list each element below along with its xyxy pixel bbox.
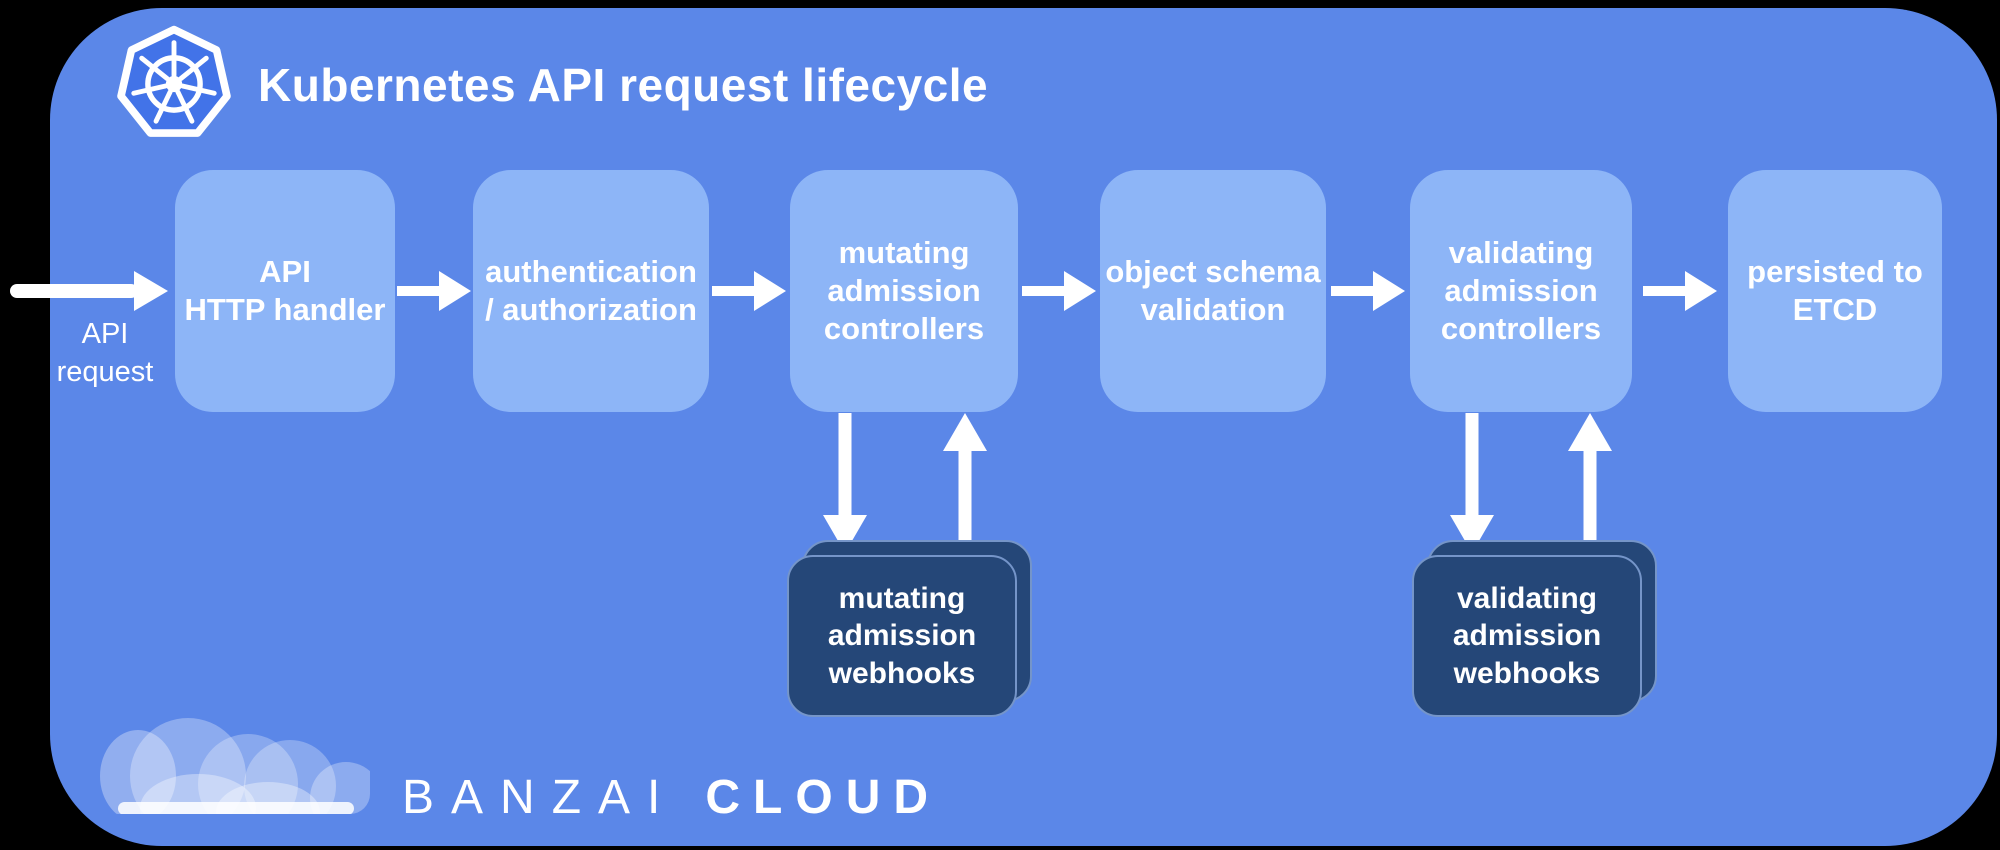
flow-node-authentication-authorization: authentication / authorization	[473, 170, 709, 412]
api-request-label: API request	[56, 318, 154, 388]
arrow-down-icon	[823, 413, 867, 553]
flow-node-object-schema-validation: object schema validation	[1100, 170, 1326, 412]
arrow-right-icon	[1022, 271, 1096, 311]
arrow-right-icon	[712, 271, 786, 311]
brand-banzai-text: BANZAI	[402, 771, 678, 824]
arrow-down-icon	[1450, 413, 1494, 553]
arrow-right-icon	[1643, 271, 1717, 311]
brand-wordmark: BANZAI CLOUD	[402, 770, 941, 825]
brand-cloud-text: CLOUD	[705, 771, 942, 824]
arrow-right-icon	[1331, 271, 1405, 311]
webhook-box-validating-admission-webhooks: validating admission webhooks	[1412, 540, 1657, 717]
flow-node-api-http-handler: API HTTP handler	[175, 170, 395, 412]
webhook-box-mutating-admission-webhooks: mutating admission webhooks	[787, 540, 1032, 717]
flow-node-persisted-to-etcd: persisted to ETCD	[1728, 170, 1942, 412]
diagram-title: Kubernetes API request lifecycle	[258, 59, 989, 111]
flow-node-validating-admission-controllers: validating admission controllers	[1410, 170, 1632, 412]
arrow-right-icon	[397, 271, 471, 311]
kubernetes-logo-icon	[117, 25, 231, 137]
diagram-panel	[50, 8, 1997, 846]
entry-arrow-right-icon	[10, 271, 168, 311]
webhook-front-card: mutating admission webhooks	[787, 555, 1017, 717]
arrow-up-icon	[943, 413, 987, 553]
banzai-cloud-logo-icon	[100, 718, 370, 814]
flow-node-mutating-admission-controllers: mutating admission controllers	[790, 170, 1018, 412]
arrow-up-icon	[1568, 413, 1612, 553]
webhook-front-card: validating admission webhooks	[1412, 555, 1642, 717]
